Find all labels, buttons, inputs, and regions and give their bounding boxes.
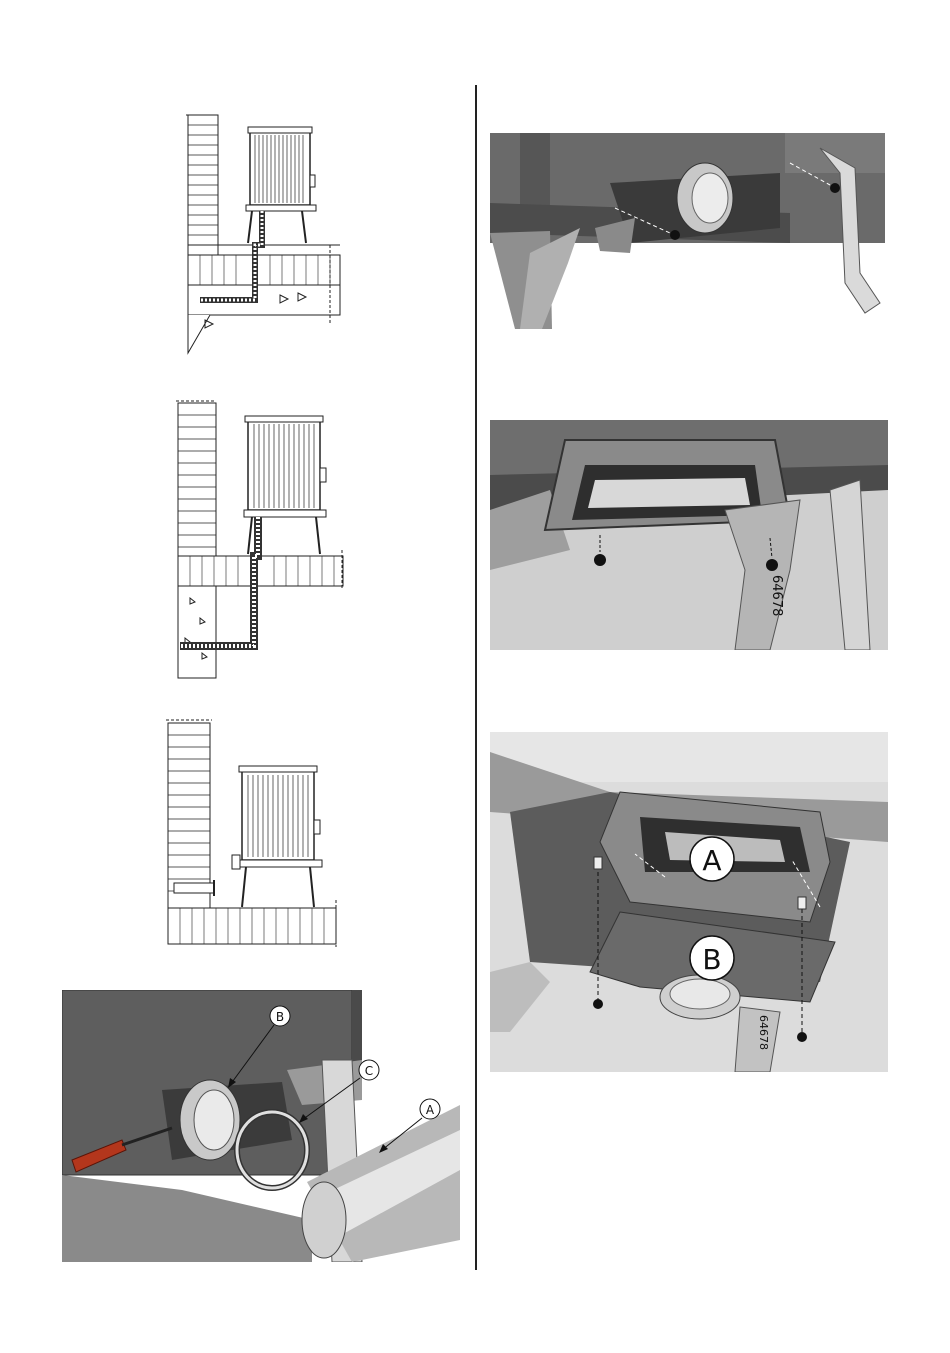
photo-bottom-inlet-frame: 64678	[490, 420, 888, 650]
callout-b: B	[276, 1010, 284, 1024]
bottom-inlet-frame-render: 64678	[490, 420, 888, 650]
callout-a: A	[426, 1103, 435, 1117]
diagram-basement-duct	[170, 398, 350, 683]
callout-c: C	[365, 1064, 373, 1078]
chimney-wall	[176, 401, 216, 558]
duct-connection-render: B C A	[62, 990, 460, 1262]
diagram-rear-wall-duct	[160, 715, 350, 950]
column-divider	[475, 85, 477, 1270]
photo-rear-air-inlet	[490, 133, 885, 329]
floor	[168, 908, 336, 944]
chimney-wall	[186, 115, 218, 255]
stove	[246, 127, 316, 243]
photo-bottom-air-box: A B 64678	[490, 732, 888, 1072]
part-number-label: 64678	[769, 575, 784, 616]
chimney-wall	[166, 720, 212, 908]
diagram-floor-duct-rear	[180, 105, 350, 355]
rear-air-inlet-render	[490, 133, 885, 329]
part-number-label: 64678	[757, 1015, 770, 1050]
callout-b: B	[702, 943, 721, 976]
bottom-air-box-render: A B 64678	[490, 732, 888, 1072]
photo-duct-connection: B C A	[62, 990, 460, 1262]
stove	[232, 766, 322, 907]
callout-a: A	[702, 844, 721, 877]
floor	[178, 556, 343, 678]
